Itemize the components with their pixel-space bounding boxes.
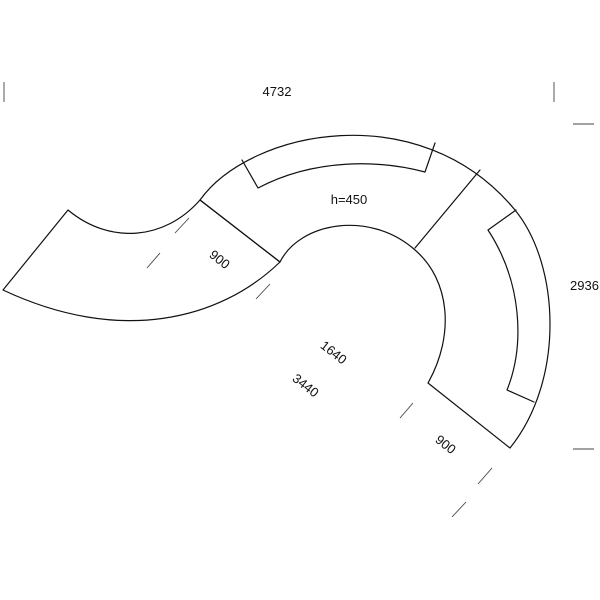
right-depth-tick-b	[477, 467, 493, 485]
outer-radius-label: 3440	[290, 371, 322, 401]
right-depth-tick-a	[399, 402, 414, 419]
left-seat-module	[2, 199, 281, 322]
outer-arc-band	[199, 134, 551, 449]
overall-width-label: 4732	[263, 84, 292, 99]
height-label: h=450	[331, 192, 368, 207]
left-depth-tick-b	[146, 252, 161, 269]
left-module-depth-label: 900	[207, 247, 233, 272]
left-depth-tick-a	[174, 217, 190, 234]
inner-radius-label: 1640	[318, 338, 350, 368]
center-backrest	[241, 142, 436, 189]
left-depth-tick-c	[255, 283, 271, 300]
right-depth-tick-c	[451, 501, 467, 518]
module-divider-right	[414, 169, 481, 249]
overall-depth-label: 2936	[570, 278, 599, 293]
right-module-depth-label: 900	[433, 432, 459, 457]
right-backrest	[487, 209, 535, 403]
